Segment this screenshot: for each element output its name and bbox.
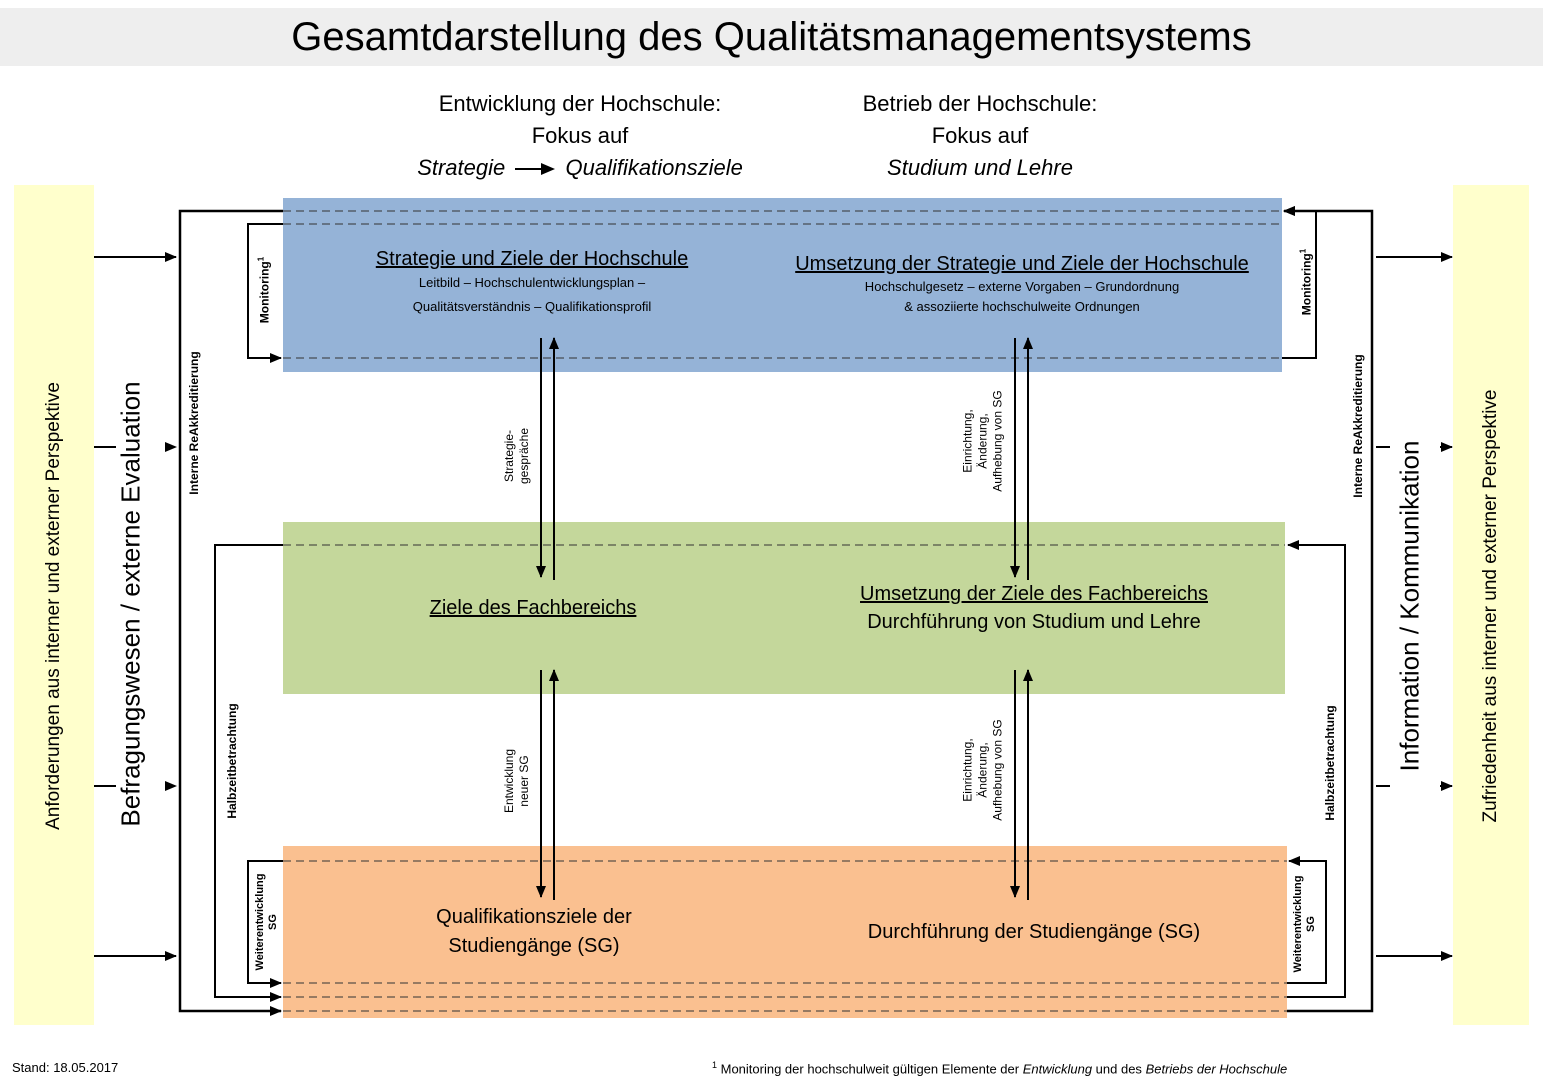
monitoring-right-text: Monitoring [1299,253,1314,316]
vertical-arrows [536,337,1033,900]
band-hochschule [283,198,1282,372]
footer-note-b: Entwicklung [1022,1061,1093,1077]
entwicklung-neuer-sg-line2: neuer SG [517,755,531,807]
einrichtung-top-line2: Änderung, [975,413,990,469]
label-interne-reakk-left: Interne ReAkkreditierung [187,351,201,495]
label-einrichtung-top: Einrichtung, Änderung, Aufhebung von SG [961,390,1006,491]
heading-entwicklung-line1: Entwicklung der Hochschule: [438,91,722,116]
box-strategie-ziele-line2: Qualitätsverständnis – Qualifikationspro… [412,299,652,314]
strategiegespraeche-line2: gespräche [517,427,531,485]
box-ziele-fachbereich: Ziele des Fachbereichs [429,597,637,619]
loop-weiterentwicklung-left [247,860,283,988]
label-monitoring-left: Monitoring1 [257,257,272,323]
loop-interne-reakk-right [1283,206,1374,1013]
monitoring-left-footnote: 1 [256,256,266,262]
box-qualifikationsziele-sg-line1: Qualifikationsziele der [436,906,632,928]
label-halbzeit-left: Halbzeitbetrachtung [225,703,239,819]
box-umsetzung-strategie-title: Umsetzung der Strategie und Ziele der Ho… [795,253,1249,275]
loop-halbzeit-right [1287,540,1346,998]
footer-note-marker: 1 [712,1060,718,1070]
weiterentwicklung-left-line1: Weiterentwicklung [254,873,266,971]
label-weiterentwicklung-right: Weiterentwicklung SG [1292,876,1318,973]
dashed-guide-lines [283,210,1287,1012]
footer-note-c: und des [1092,1061,1146,1077]
heading-qualifikationsziele: Qualifikationsziele [565,155,743,180]
box-strategie-ziele: Strategie und Ziele der Hochschule Leitb… [376,246,688,318]
einrichtung-bottom-line2: Änderung, [975,742,990,798]
heading-betrieb: Betrieb der Hochschule: Fokus auf Studiu… [820,88,1140,184]
loop-interne-reakk-left [178,209,283,1016]
loop-monitoring-left [247,223,283,363]
heading-betrieb-line3: Studium und Lehre [887,155,1073,180]
heading-entwicklung-line3: Strategie Qualifikationsziele [380,152,780,184]
weiterentwicklung-right-line1: Weiterentwicklung [1292,875,1304,973]
monitoring-left-text: Monitoring [257,261,272,324]
label-befragungswesen: Befragungswesen / externe Evaluation [115,381,146,827]
heading-betrieb-line2: Fokus auf [931,123,1029,148]
output-arrows-right [1376,252,1453,961]
label-monitoring-right: Monitoring1 [1299,249,1314,315]
box-umsetzung-strategie: Umsetzung der Strategie und Ziele der Ho… [795,251,1249,317]
heading-betrieb-line1: Betrieb der Hochschule: [862,91,1098,116]
loop-weiterentwicklung-right [1287,856,1327,984]
label-strategiegespraeche: Strategie- gespräche [502,428,532,484]
heading-strategie: Strategie [417,155,506,180]
page-title: Gesamtdarstellung des Qualitätsmanagemen… [0,8,1543,66]
side-panel-anforderungen [14,185,94,1025]
box-umsetzung-fachbereich-title: Umsetzung der Ziele des Fachbereichs [860,583,1208,605]
box-durchfuehrung-sg: Durchführung der Studiengänge (SG) [867,921,1201,943]
einrichtung-top-line1: Einrichtung, [960,409,975,473]
label-einrichtung-bottom: Einrichtung, Änderung, Aufhebung von SG [961,719,1006,820]
box-umsetzung-strategie-line1: Hochschulgesetz – externe Vorgaben – Gru… [864,279,1180,294]
einrichtung-top-line3: Aufhebung von SG [990,390,1005,492]
side-panel-zufriedenheit [1453,185,1529,1025]
box-umsetzung-fachbereich-line1: Durchführung von Studium und Lehre [867,611,1201,633]
weiterentwicklung-left-line2: SG [267,914,279,930]
label-entwicklung-neuer-sg: Entwicklung neuer SG [502,749,532,813]
weiterentwicklung-right-line2: SG [1305,916,1317,932]
box-strategie-ziele-line1: Leitbild – Hochschulentwicklungsplan – [418,275,646,290]
heading-entwicklung-line2: Fokus auf [531,123,629,148]
box-umsetzung-strategie-line2: & assoziierte hochschulweite Ordnungen [904,299,1140,314]
footer-note-d: Betriebs der Hochschule [1145,1061,1288,1077]
loop-monitoring-right [1282,206,1317,359]
footer-stand: Stand: 18.05.2017 [12,1060,119,1075]
entwicklung-neuer-sg-line1: Entwicklung [502,748,516,814]
loop-halbzeit-left [214,544,283,1002]
band-studiengaenge [283,846,1287,1018]
box-strategie-ziele-title: Strategie und Ziele der Hochschule [375,248,689,270]
label-interne-reakk-right: Interne ReAkkreditierung [1351,354,1365,498]
label-zufriedenheit: Zufriedenheit aus interner und externer … [1480,389,1501,823]
label-halbzeit-right: Halbzeitbetrachtung [1323,705,1337,821]
monitoring-right-footnote: 1 [1298,248,1308,254]
einrichtung-bottom-line3: Aufhebung von SG [990,719,1005,821]
band-fachbereich [283,522,1285,694]
box-qualifikationsziele-sg-line2: Studiengänge (SG) [448,935,620,957]
label-anforderungen: Anforderungen aus interner und externer … [43,382,64,830]
label-information-kommunikation: Information / Kommunikation [1394,440,1425,772]
einrichtung-bottom-line1: Einrichtung, [960,738,975,802]
heading-entwicklung: Entwicklung der Hochschule: Fokus auf St… [380,88,780,184]
strategiegespraeche-line1: Strategie- [502,429,516,483]
arrow-right-icon [515,163,556,176]
footer-note: 1 Monitoring der hochschulweit gültigen … [712,1060,1287,1076]
label-weiterentwicklung-left: Weiterentwicklung SG [254,874,280,971]
box-umsetzung-fachbereich: Umsetzung der Ziele des Fachbereichs Dur… [860,580,1208,636]
input-arrows-left [94,252,177,961]
box-qualifikationsziele-sg: Qualifikationsziele der Studiengänge (SG… [436,903,632,961]
footer-note-a: Monitoring der hochschulweit gültigen El… [717,1061,1023,1077]
